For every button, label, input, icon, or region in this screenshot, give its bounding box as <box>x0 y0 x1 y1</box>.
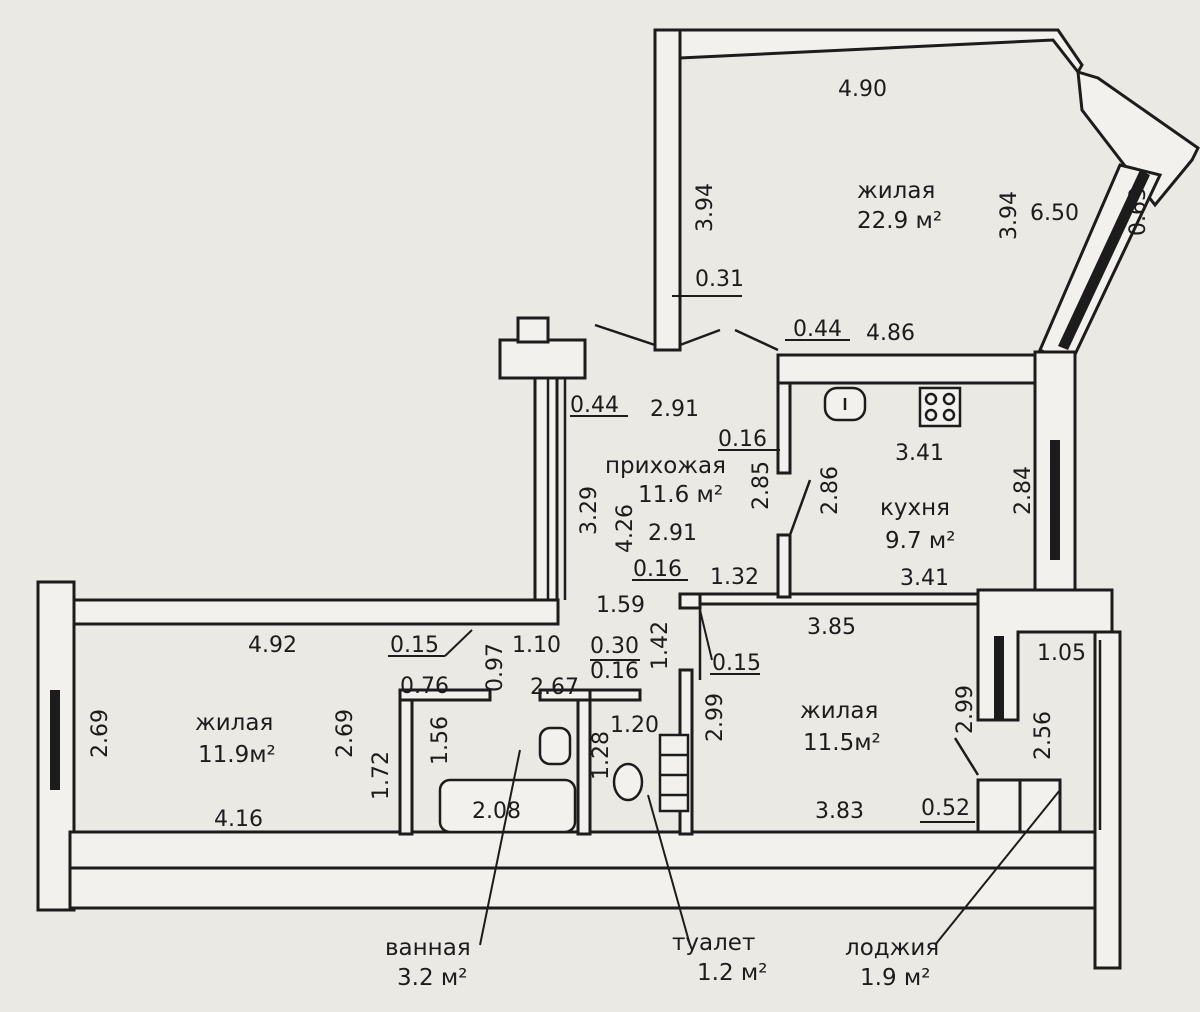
dim-label: 1.59 <box>596 593 645 618</box>
room-labels: жилая 22.9 м² прихожая 11.6 м² кухня 9.7… <box>195 178 955 991</box>
large-room-bottom-wall <box>776 353 1037 385</box>
fixtures <box>438 386 962 834</box>
room-toilet-area: 1.2 м² <box>697 960 767 986</box>
dim-label: 2.56 <box>1031 711 1056 760</box>
dim-label: 0.63 <box>1126 187 1151 236</box>
dim-label: 3.83 <box>815 799 864 824</box>
dim-label: 3.41 <box>900 566 949 591</box>
dim-label: 2.69 <box>333 709 358 758</box>
dim-label: 0.15 <box>712 651 761 676</box>
room-loggia-area: 1.9 м² <box>860 965 930 991</box>
toilet-top-wall <box>588 688 642 702</box>
left-window <box>50 690 60 790</box>
dim-label: 2.08 <box>472 799 521 824</box>
dim-label: 4.86 <box>866 321 915 346</box>
stove-icon <box>918 386 962 428</box>
dim-label: 2.91 <box>650 397 699 422</box>
left-room-top-wall <box>68 598 560 626</box>
room-living-large-name: жилая <box>857 178 935 204</box>
dim-label: 4.26 <box>613 504 638 553</box>
room-bathroom-name: ванная <box>385 935 471 961</box>
dim-label: 0.15 <box>390 633 439 658</box>
dim-label: 0.31 <box>695 267 744 292</box>
room-living-left-name: жилая <box>195 710 273 736</box>
dim-label: 3.29 <box>577 486 602 535</box>
dim-label: 1.32 <box>710 565 759 590</box>
windows <box>50 170 1150 830</box>
dim-label: 1.20 <box>610 713 659 738</box>
kitchen-left-wall <box>776 381 792 475</box>
room-loggia-name: лоджия <box>845 935 939 961</box>
room-living-right-area: 11.5м² <box>803 730 881 756</box>
kitchen-bottom-wall <box>688 592 980 606</box>
large-room-left-wall <box>653 28 682 352</box>
room-bathroom-area: 3.2 м² <box>397 965 467 991</box>
loggia-stub <box>1018 778 1062 834</box>
door-lines <box>546 323 980 776</box>
bay-window <box>1058 170 1150 350</box>
dim-label: 1.42 <box>648 621 673 670</box>
kitchen-left-wall-lower <box>776 533 792 599</box>
dim-label: 2.67 <box>530 675 579 700</box>
dim-label: 2.99 <box>703 693 728 742</box>
dim-label: 4.16 <box>214 807 263 832</box>
room-living-large-area: 22.9 м² <box>857 208 942 234</box>
dim-label: 0.97 <box>483 643 508 692</box>
room-hallway-name: прихожая <box>605 453 726 479</box>
bathroom-sink-icon <box>538 726 572 766</box>
dim-label: 0.76 <box>400 674 449 699</box>
dim-label: 2.86 <box>818 466 843 515</box>
walls <box>36 28 1200 970</box>
room-hallway-area: 11.6 м² <box>638 482 723 508</box>
dim-label: 1.72 <box>369 751 394 800</box>
room-toilet-name: туалет <box>672 930 755 956</box>
dim-label: 0.16 <box>590 659 639 684</box>
bottom-exterior-wall-inner <box>68 830 1122 870</box>
dim-label: 1.10 <box>512 633 561 658</box>
bath-top-wall <box>398 688 492 702</box>
dim-label: 2.84 <box>1011 466 1036 515</box>
room-living-left-area: 11.9м² <box>198 742 276 768</box>
dimensions: 4.90 3.94 3.94 6.50 0.63 0.31 0.44 4.86 … <box>88 77 1151 832</box>
toilet-divider <box>576 698 592 836</box>
dim-label: 2.85 <box>749 461 774 510</box>
dim-label: 0.52 <box>921 796 970 821</box>
dim-label: 1.05 <box>1037 641 1086 666</box>
hallway-column-top <box>516 316 550 344</box>
hallway-column <box>498 338 587 380</box>
hallway-left-wall <box>533 376 559 610</box>
dim-label: 2.69 <box>88 709 113 758</box>
dim-label: 0.16 <box>633 557 682 582</box>
right-window <box>994 636 1004 720</box>
dim-label: 3.41 <box>895 441 944 466</box>
dim-label: 2.99 <box>953 685 978 734</box>
dim-label: 0.16 <box>718 427 767 452</box>
kitchen-window <box>1050 440 1060 560</box>
toilet-icon <box>612 762 644 802</box>
room-kitchen-name: кухня <box>880 495 950 521</box>
dim-label: 0.44 <box>570 393 619 418</box>
right-block <box>976 588 1114 722</box>
bay-wall-upper <box>1076 69 1200 208</box>
dim-label: 2.91 <box>648 521 697 546</box>
room-living-right-name: жилая <box>800 698 878 724</box>
dim-label: 3.94 <box>693 183 718 232</box>
top-wall <box>653 28 1084 75</box>
dim-label: 1.56 <box>428 716 453 765</box>
dim-label: 0.30 <box>590 634 639 659</box>
hall-small-post <box>678 592 702 610</box>
room-kitchen-area: 9.7 м² <box>885 528 955 554</box>
dim-label: 6.50 <box>1030 201 1079 226</box>
leader-lines <box>388 295 1061 946</box>
dim-label: 3.94 <box>997 191 1022 240</box>
dim-label: 4.92 <box>248 633 297 658</box>
dim-label: 1.28 <box>589 731 614 780</box>
dim-label: 4.90 <box>838 77 887 102</box>
right-room-corner <box>976 778 1022 834</box>
dim-label: 3.85 <box>807 615 856 640</box>
dim-label: 0.44 <box>793 317 842 342</box>
bottom-exterior-wall-outer <box>68 866 1122 910</box>
bath-left-wall <box>398 696 414 836</box>
